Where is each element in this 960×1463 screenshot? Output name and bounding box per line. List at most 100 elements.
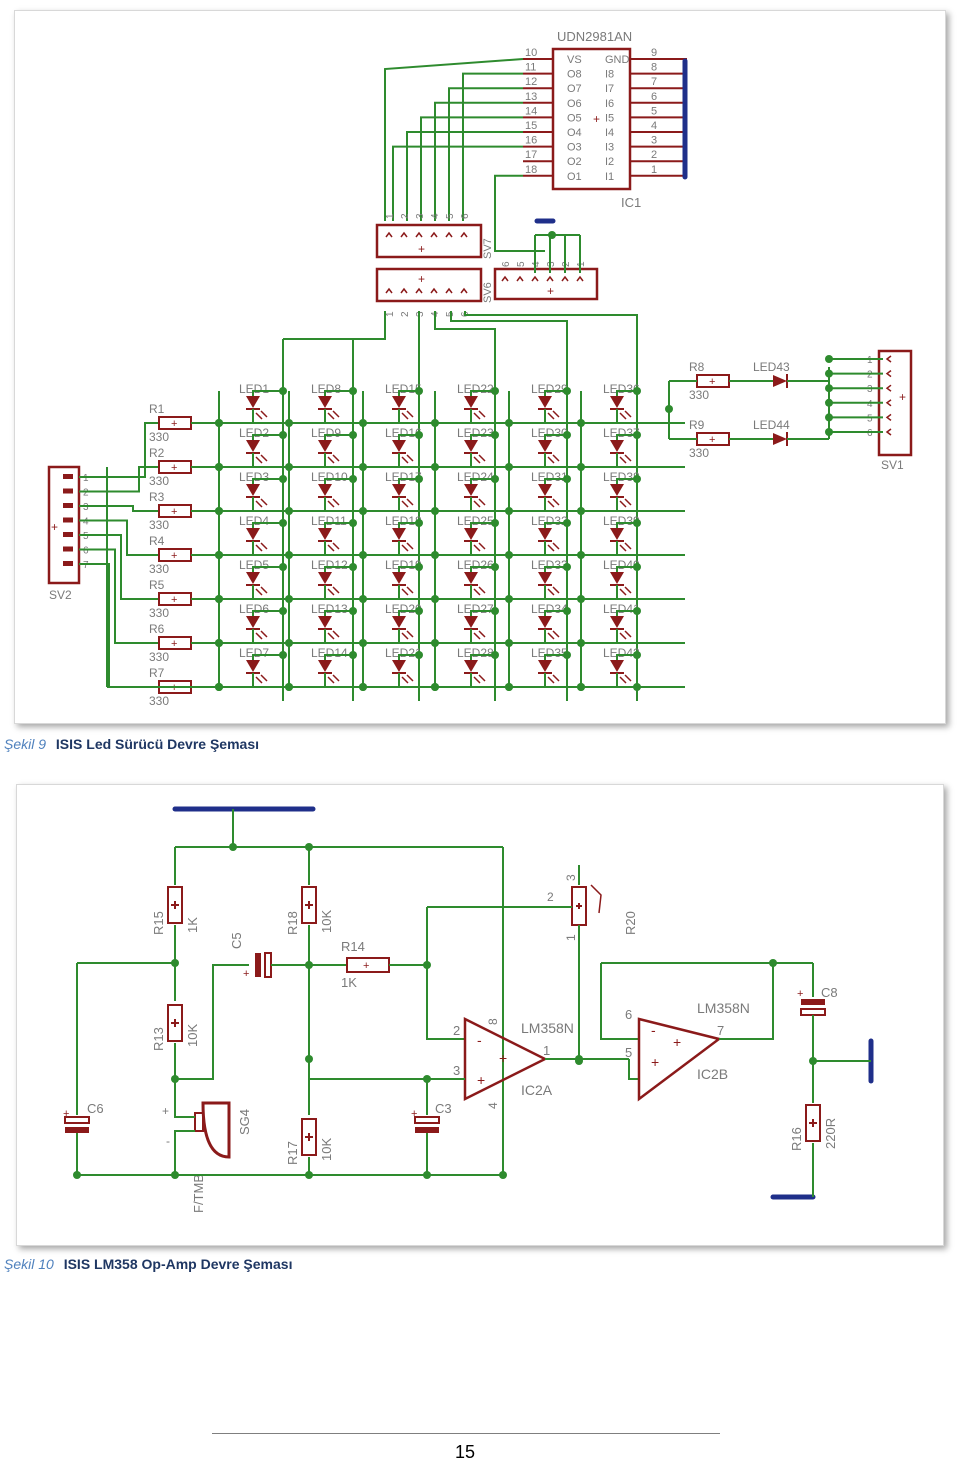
capacitor-C3-plus: + <box>411 1108 417 1120</box>
capacitor-C3-plate <box>414 1116 440 1124</box>
capacitor-C6-plate <box>64 1116 90 1124</box>
led-LED24-ray <box>473 500 481 508</box>
led-label-LED36: LED36 <box>603 382 640 396</box>
junction-dot <box>279 431 287 439</box>
header-right-pin <box>561 275 569 282</box>
resistor-R6-plus: + <box>171 638 177 650</box>
wire <box>544 610 567 616</box>
wire <box>509 585 546 600</box>
led-label-LED6: LED6 <box>239 602 269 616</box>
junction-dot <box>73 1171 81 1179</box>
wire <box>398 390 419 396</box>
wire <box>289 497 326 512</box>
sv1-pin-number: 4 <box>867 399 873 410</box>
wire <box>470 610 495 616</box>
opamp-IC2B-center: + <box>673 1034 681 1050</box>
sv7-pin <box>460 231 468 238</box>
led-LED21-triangle <box>392 660 406 672</box>
junction-dot <box>577 551 585 559</box>
led-LED31-triangle <box>538 484 552 496</box>
resistor-R9-value: 330 <box>689 446 709 460</box>
led-label-LED26: LED26 <box>457 558 494 572</box>
wire <box>616 566 637 572</box>
led-LED23-triangle <box>464 440 478 452</box>
resistor-value: 330 <box>149 650 169 664</box>
wire <box>324 522 353 528</box>
led-label-LED42: LED42 <box>603 646 640 660</box>
led-LED8-triangle <box>318 396 332 408</box>
sv2-pin-number: 3 <box>83 502 89 513</box>
led-LED22-ray <box>478 410 486 418</box>
resistor-R8-plus: + <box>709 376 715 388</box>
junction-dot <box>505 507 513 515</box>
junction-dot <box>305 1171 313 1179</box>
ic1-body <box>551 47 632 191</box>
sv7-pin <box>385 231 393 238</box>
junction-dot <box>825 428 833 436</box>
led-label-LED13: LED13 <box>311 602 348 616</box>
wire <box>581 453 618 468</box>
wire <box>450 311 568 373</box>
junction-dot <box>633 387 641 395</box>
led-LED27-ray <box>478 630 486 638</box>
resistor-R8-name: R8 <box>689 360 705 374</box>
led-LED7-ray <box>260 674 268 682</box>
led-LED5-triangle <box>246 572 260 584</box>
led-label-LED2: LED2 <box>239 426 269 440</box>
led-LED22-ray <box>473 412 481 420</box>
resistor-R13-value: 10K <box>185 1024 200 1047</box>
wire <box>616 522 637 528</box>
wire <box>470 434 495 440</box>
led-LED36-ray <box>624 410 632 418</box>
led-label-LED30: LED30 <box>531 426 568 440</box>
led-LED22-triangle <box>464 396 478 408</box>
led-LED2-triangle <box>246 440 260 452</box>
ic1-right-pin-number: 1 <box>651 164 657 176</box>
led-LED6-ray <box>255 632 263 640</box>
led-LED16-ray <box>401 456 409 464</box>
sv6-pin <box>460 287 468 294</box>
ic1-right-pin-number: 5 <box>651 105 657 117</box>
wire <box>289 585 326 600</box>
wire <box>470 654 495 660</box>
wire <box>174 1130 195 1175</box>
wire <box>252 522 283 528</box>
resistor-R9-name: R9 <box>689 418 705 432</box>
header-right-pin-number: 6 <box>501 261 512 267</box>
led-LED32-ray <box>547 544 555 552</box>
wire <box>363 409 400 424</box>
led-LED4-ray <box>255 544 263 552</box>
opamp-IC2A-center: + <box>499 1050 507 1066</box>
sv2-pin <box>63 546 73 552</box>
junction-dot <box>215 683 223 691</box>
junction-dot <box>215 595 223 603</box>
ic1-left-pin-label: O4 <box>567 127 582 139</box>
led-label-LED32: LED32 <box>531 514 568 528</box>
led-LED39-ray <box>619 544 627 552</box>
sv2-pin <box>63 474 73 479</box>
led-LED13-triangle <box>318 616 332 628</box>
resistor-name: R4 <box>149 534 165 548</box>
led-LED36-triangle <box>610 396 624 408</box>
led-LED1-ray <box>260 410 268 418</box>
opamp-IC2B <box>637 1017 722 1102</box>
junction-dot <box>575 1055 583 1063</box>
wire <box>544 390 567 396</box>
junction-dot <box>415 519 423 527</box>
junction-dot <box>285 683 293 691</box>
wire <box>435 409 472 424</box>
resistor-R8-value: 330 <box>689 388 709 402</box>
ic1-left-pin-label: O5 <box>567 112 582 124</box>
resistor-value: 330 <box>149 606 169 620</box>
junction-dot <box>215 507 223 515</box>
junction-dot <box>825 398 833 407</box>
sv1-pin <box>885 384 892 392</box>
resistor-R18-value: 10K <box>319 910 334 933</box>
led-LED3-ray <box>260 498 268 506</box>
wire <box>79 466 161 493</box>
led-label-LED34: LED34 <box>531 602 568 616</box>
resistor-value: 330 <box>149 474 169 488</box>
wire <box>363 629 400 644</box>
junction-dot <box>431 419 439 427</box>
led-LED1-triangle <box>246 396 260 408</box>
